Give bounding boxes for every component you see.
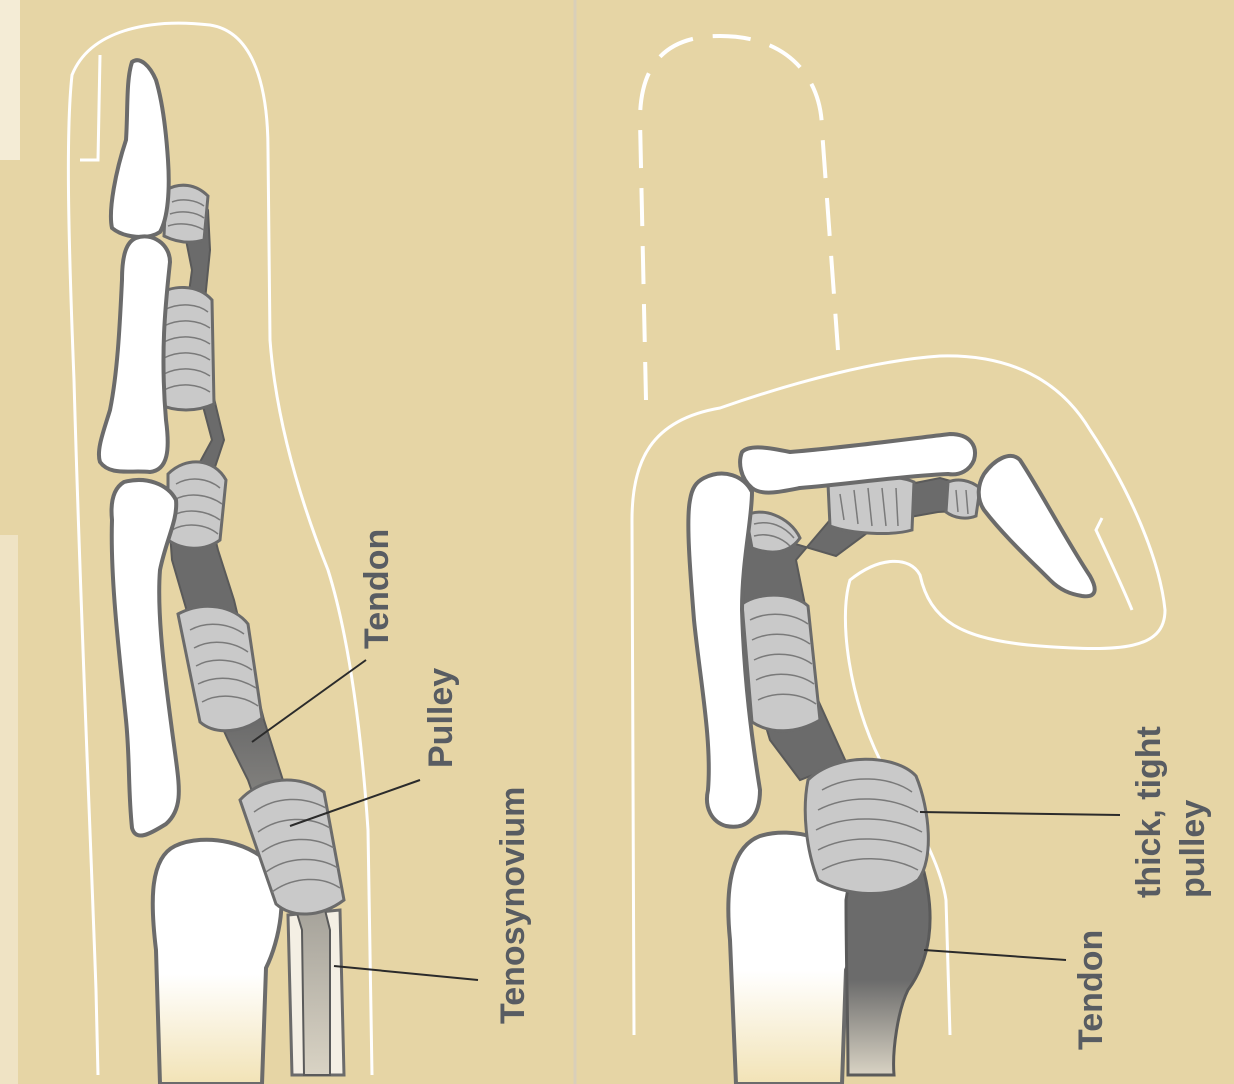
label-tendon-bent: Tendon — [1072, 930, 1110, 1050]
distal-phalanx-bent — [979, 456, 1095, 596]
leader-tendon-bent — [924, 950, 1066, 960]
pulley-bent-pip — [746, 512, 800, 552]
label-tendon: Tendon — [358, 529, 396, 649]
corner-patch-bottom — [0, 535, 18, 1084]
middle-phalanx — [99, 236, 170, 472]
metacarpal-bone — [153, 840, 282, 1084]
pulley-bent-proximal — [742, 595, 820, 731]
dashed-straight-outline — [640, 36, 838, 400]
label-pulley: Pulley — [422, 668, 460, 768]
corner-patch-top — [0, 0, 20, 160]
panel-straight-finger: Tendon Pulley Tenosynovium — [68, 23, 532, 1084]
leader-tenosynovium — [334, 966, 478, 980]
phalanges-straight — [99, 60, 179, 835]
distal-phalanx — [111, 60, 169, 237]
fingernail — [80, 55, 100, 160]
panel-bent-finger: thick, tight pulley Tendon — [632, 36, 1212, 1084]
label-tenosynovium: Tenosynovium — [494, 787, 532, 1024]
leader-tendon — [252, 660, 366, 742]
pulley-bent-distal — [946, 480, 980, 518]
fingernail-bent — [1096, 518, 1132, 610]
leader-thick-tight-pulley — [920, 812, 1120, 815]
label-pulley-bent: pulley — [1174, 800, 1212, 898]
label-thick-tight: thick, tight — [1130, 726, 1168, 898]
proximal-phalanx — [112, 480, 179, 836]
